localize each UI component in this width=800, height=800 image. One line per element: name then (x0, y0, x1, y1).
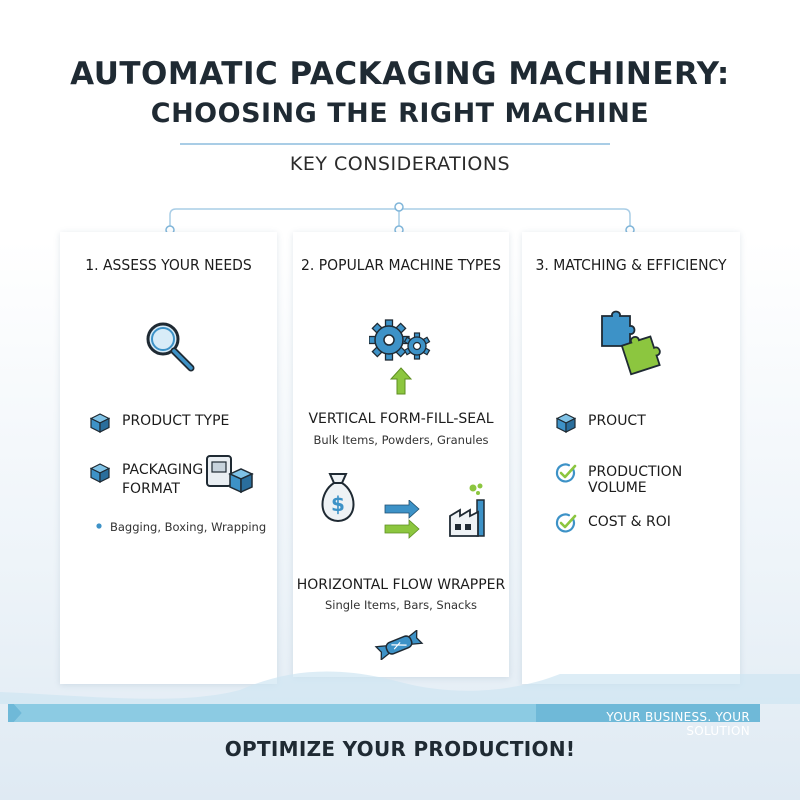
puzzle-icon (601, 310, 661, 376)
item-packaging-format-line1: PACKAGING (122, 462, 204, 478)
cube-icon (90, 463, 110, 483)
card-assess-needs: 1. ASSESS YOUR NEEDS PRODUCT TYPE PACKAG… (60, 232, 277, 684)
machine-hfw-name: HORIZONTAL FLOW WRAPPER (296, 577, 506, 593)
footer-call-to-action: OPTIMIZE YOUR PRODUCTION! (224, 737, 576, 761)
card-title: 1. ASSESS YOUR NEEDS (85, 256, 252, 274)
machine-vffs-name: VERTICAL FORM-FILL-SEAL (308, 411, 494, 427)
gears-icon (369, 319, 431, 361)
money-bag-icon: $ (321, 473, 355, 523)
check-circle-icon (555, 463, 577, 483)
title-line-2: CHOOSING THE RIGHT MACHINE (150, 98, 650, 129)
up-arrow-icon (389, 367, 413, 395)
banner-tagline: YOUR BUSINESS. YOUR SOLUTION (606, 710, 750, 738)
title-divider (180, 143, 610, 145)
machine-hfw-desc: Single Items, Bars, Snacks (324, 598, 478, 612)
wrapped-candy-icon (374, 630, 424, 660)
title-line-1: AUTOMATIC PACKAGING MACHINERY: (70, 56, 730, 92)
card-title: 3. MATCHING & EFFICIENCY (535, 256, 727, 274)
item-product-type: PRODUCT TYPE (122, 413, 230, 429)
magnifier-icon (146, 322, 195, 372)
card-title: 2. POPULAR MACHINE TYPES (301, 256, 501, 274)
item-product: PROUCT (588, 413, 646, 429)
item-packaging-format-line2: FORMAT (122, 481, 180, 497)
bullet-icon (96, 523, 102, 529)
item-production-volume: PRODUCTION VOLUME (588, 464, 683, 496)
subtitle: KEY CONSIDERATIONS (289, 153, 511, 175)
card-matching-efficiency: 3. MATCHING & EFFICIENCY PROUCT PRODUCTI… (522, 232, 740, 684)
item-cost-roi: COST & ROI (588, 514, 671, 530)
cube-icon (556, 413, 576, 433)
cube-icon (90, 413, 110, 433)
ribbon-banner (0, 671, 800, 722)
svg-text:$: $ (331, 492, 345, 516)
packaging-box-icon (206, 455, 254, 494)
check-circle-icon (555, 513, 577, 533)
right-arrows-icon (384, 500, 420, 539)
machine-vffs-desc: Bulk Items, Powders, Granules (313, 433, 489, 447)
bullet-text: Bagging, Boxing, Wrapping (110, 520, 267, 534)
card-machine-types: 2. POPULAR MACHINE TYPES (293, 232, 509, 677)
factory-icon (449, 483, 485, 537)
connector-node-top (394, 202, 404, 212)
